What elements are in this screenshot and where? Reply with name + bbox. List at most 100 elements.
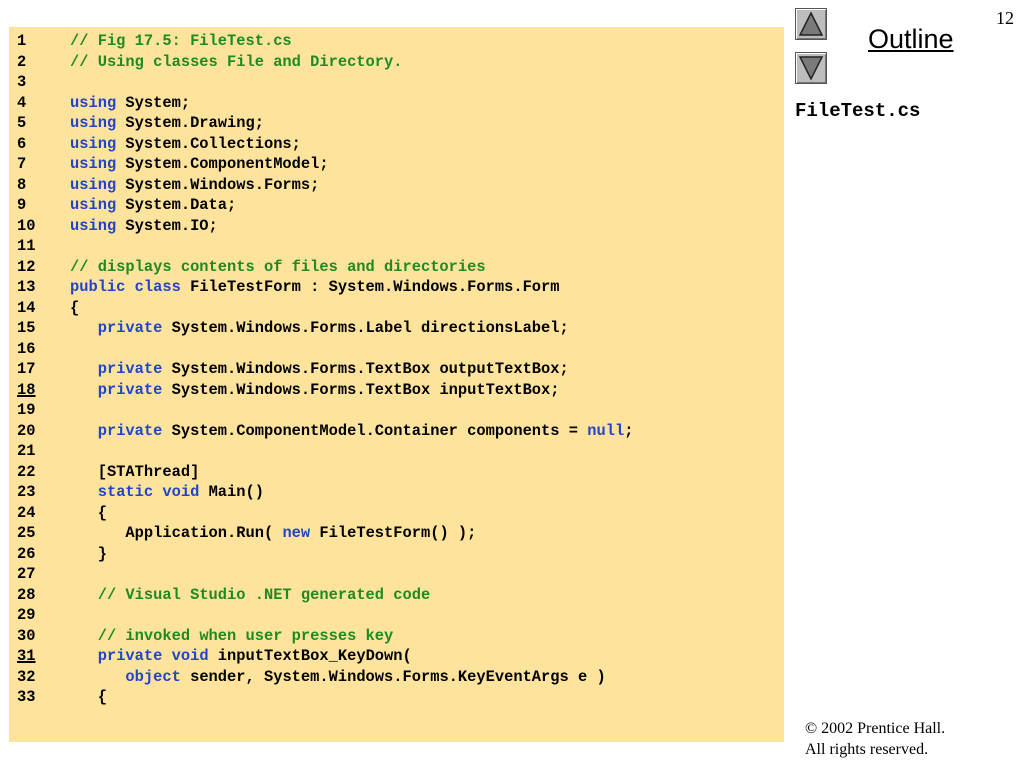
code-text: FileTestForm : System.Windows.Forms.Form	[180, 278, 560, 296]
code-keyword: using	[70, 216, 117, 235]
code-listing-panel: 1 // Fig 17.5: FileTest.cs 2 // Using class…	[9, 27, 784, 742]
file-name-label: FileTest.cs	[795, 100, 921, 122]
code-text	[70, 483, 98, 501]
code-text: Application.Run(	[70, 524, 283, 542]
code-keyword: private	[97, 421, 163, 440]
code-text	[70, 668, 125, 686]
line-content: private System.Windows.Forms.TextBox inp…	[70, 380, 560, 400]
line-number: 9	[17, 196, 27, 214]
code-comment: // Fig 17.5: FileTest.cs	[70, 32, 292, 50]
code-text	[70, 422, 98, 440]
line-number: 19	[17, 401, 36, 419]
line-number: 22	[17, 462, 36, 481]
code-text: {	[70, 298, 80, 317]
code-text: ;	[624, 421, 634, 440]
line-number: 1	[17, 32, 27, 50]
line-content: }	[70, 544, 107, 564]
outline-link[interactable]: Outline	[868, 24, 954, 54]
line-number: 26	[17, 544, 36, 563]
line-content: using System.IO;	[70, 216, 218, 236]
code-text: Main()	[199, 483, 264, 501]
code-text: System.Windows.Forms;	[116, 175, 320, 194]
line-content: using System.Windows.Forms;	[70, 175, 319, 195]
line-content: // Fig 17.5: FileTest.cs	[70, 31, 292, 51]
code-text: System.Data;	[116, 196, 237, 214]
code-text	[70, 319, 98, 337]
code-text: inputTextBox_KeyDown(	[208, 647, 412, 665]
code-text: System.Windows.Forms.TextBox outputTextB…	[162, 360, 569, 378]
line-number: 11	[17, 237, 36, 255]
line-content: // invoked when user presses key	[70, 626, 394, 646]
code-text: System.Collections;	[116, 134, 301, 153]
line-content: static void Main()	[70, 482, 264, 502]
copyright-line-1: © 2002 Prentice Hall.	[805, 720, 946, 737]
copyright-notice: © 2002 Prentice Hall. All rights reserve…	[805, 718, 945, 760]
line-content: object sender, System.Windows.Forms.KeyE…	[70, 667, 606, 687]
line-content: using System.ComponentModel;	[70, 154, 329, 174]
slide-number: 12	[996, 8, 1014, 28]
line-number: 6	[17, 134, 27, 153]
code-comment: // invoked when user presses key	[97, 626, 394, 645]
line-content: private void inputTextBox_KeyDown(	[70, 646, 412, 666]
line-number: 24	[17, 503, 36, 522]
line-number: 21	[17, 442, 36, 460]
line-number: 31	[17, 647, 36, 665]
code-text: System.Drawing;	[116, 114, 264, 132]
line-content: {	[70, 298, 79, 318]
line-number: 16	[17, 339, 36, 358]
line-content: {	[70, 503, 107, 523]
code-text: }	[70, 544, 107, 563]
code-keyword: private void	[97, 647, 209, 665]
code-text: System.ComponentModel;	[116, 155, 329, 173]
line-number: 12	[17, 257, 36, 276]
line-content: public class FileTestForm : System.Windo…	[70, 277, 560, 297]
code-comment: // Visual Studio .NET generated code	[97, 585, 431, 604]
copyright-line-2: All rights reserved.	[805, 741, 929, 758]
code-text	[70, 586, 98, 604]
line-content: using System;	[70, 93, 190, 113]
code-text: System.Windows.Forms.TextBox inputTextBo…	[162, 380, 560, 399]
code-keyword: new	[282, 524, 311, 542]
line-content: [STAThread]	[70, 462, 200, 482]
previous-slide-button[interactable]	[795, 8, 827, 40]
line-number: 15	[17, 319, 36, 337]
code-text: sender, System.Windows.Forms.KeyEventArg…	[180, 667, 606, 686]
code-text: {	[70, 503, 107, 522]
line-number: 14	[17, 298, 36, 317]
code-keyword: static void	[97, 483, 200, 501]
code-text: System.Windows.Forms.Label directionsLab…	[162, 319, 569, 337]
code-keyword: object	[125, 667, 181, 686]
code-text: System.ComponentModel.Container componen…	[162, 421, 588, 440]
code-keyword: using	[70, 114, 117, 132]
line-number: 2	[17, 52, 27, 71]
line-number: 13	[17, 278, 36, 296]
code-keyword: using	[70, 93, 117, 112]
code-text	[70, 360, 98, 378]
line-content: private System.Windows.Forms.TextBox out…	[70, 359, 569, 379]
next-slide-button[interactable]	[795, 52, 827, 84]
code-text	[70, 647, 98, 665]
line-number: 3	[17, 73, 27, 91]
code-comment: // displays contents of files and direct…	[70, 257, 486, 276]
line-number: 20	[17, 421, 36, 440]
code-keyword: public class	[70, 278, 181, 296]
code-text: FileTestForm() );	[310, 524, 477, 542]
line-number: 25	[17, 524, 36, 542]
line-number: 5	[17, 114, 27, 132]
line-content: // Visual Studio .NET generated code	[70, 585, 431, 605]
code-keyword: using	[70, 175, 117, 194]
line-content: private System.ComponentModel.Container …	[70, 421, 634, 441]
line-number: 18	[17, 380, 36, 399]
code-text: System.IO;	[116, 216, 218, 235]
code-keyword: private	[97, 319, 163, 337]
up-triangle-icon	[798, 11, 824, 36]
line-number: 7	[17, 155, 27, 173]
code-comment: // Using classes File and Directory.	[70, 52, 403, 71]
line-content: Application.Run( new FileTestForm() );	[70, 523, 476, 543]
line-number: 28	[17, 585, 36, 604]
code-keyword: using	[70, 196, 117, 214]
line-number: 10	[17, 216, 36, 235]
code-keyword: using	[70, 134, 117, 153]
line-number: 4	[17, 93, 27, 112]
line-content: {	[70, 687, 107, 707]
